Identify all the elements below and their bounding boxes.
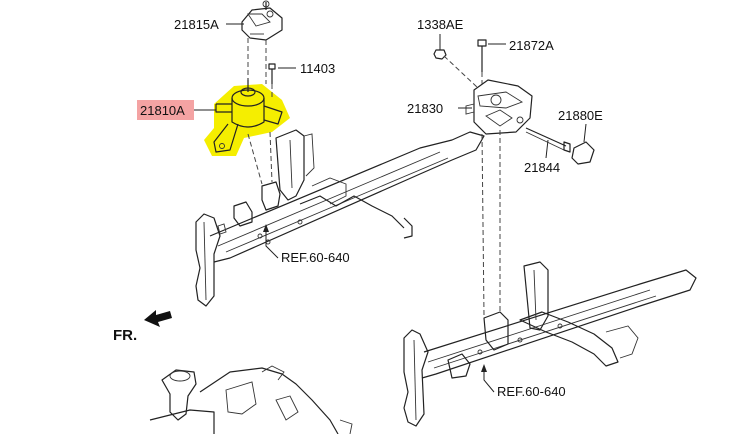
callout-21880e[interactable]: 21880E bbox=[558, 108, 603, 123]
callout-21872a[interactable]: 21872A bbox=[509, 38, 554, 53]
right-side-member bbox=[403, 261, 697, 427]
front-label: FR. bbox=[113, 327, 137, 344]
callout-11403[interactable]: 11403 bbox=[300, 61, 335, 76]
bolt-21872a[interactable] bbox=[477, 39, 487, 72]
cap-21880e[interactable] bbox=[571, 141, 595, 165]
bolt-11403[interactable] bbox=[268, 63, 276, 84]
reference-label-right[interactable]: REF.60-640 bbox=[497, 384, 566, 399]
callout-21810a-highlight-bg bbox=[137, 100, 194, 120]
bolt-21844[interactable] bbox=[525, 127, 571, 153]
bracket-21815a[interactable] bbox=[241, 0, 283, 41]
callout-21830[interactable]: 21830 bbox=[407, 101, 443, 116]
transmission-mount-21830[interactable] bbox=[465, 79, 533, 135]
left-side-member bbox=[195, 129, 485, 307]
callout-21844[interactable]: 21844 bbox=[524, 160, 560, 175]
callout-21815a[interactable]: 21815A bbox=[174, 17, 219, 32]
bolt-1338ae[interactable] bbox=[433, 49, 447, 60]
leader-lines bbox=[194, 23, 587, 393]
reference-label-left[interactable]: REF.60-640 bbox=[281, 250, 350, 265]
sub-frame bbox=[149, 365, 353, 435]
front-arrow-icon bbox=[144, 310, 172, 327]
callout-1338ae[interactable]: 1338AE bbox=[417, 17, 464, 32]
alignment-lines bbox=[247, 38, 501, 317]
callout-21810a[interactable]: 21810A bbox=[140, 103, 185, 118]
engine-mount-21810a bbox=[213, 78, 283, 153]
engine-mount-21810a-highlight[interactable] bbox=[204, 78, 290, 156]
highlight-fill bbox=[204, 84, 290, 156]
